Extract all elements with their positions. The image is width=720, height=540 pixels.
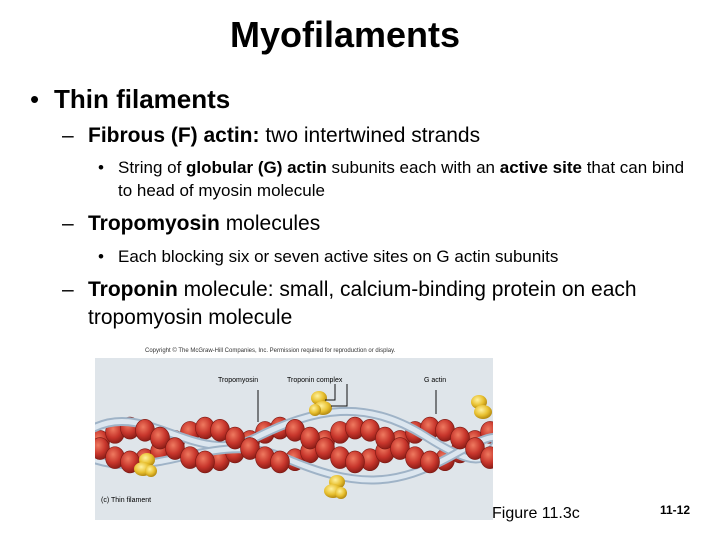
item-g-actin-detail: •String of globular (G) actin subunits e… xyxy=(98,158,685,200)
g-actin-subunit xyxy=(300,426,320,450)
g-actin-subunit xyxy=(150,426,170,450)
actin-strand-front xyxy=(95,418,493,474)
thin-filament-drawing: Tropomyosin Troponin complex G actin (c)… xyxy=(95,377,493,504)
item-troponin: –Troponin molecule: small, calcium-bindi… xyxy=(62,278,637,329)
g-actin-subunit xyxy=(270,450,290,474)
panel-label: (c) Thin filament xyxy=(101,497,151,504)
label-leader-lines xyxy=(257,384,437,422)
label-g-actin: G actin xyxy=(424,377,446,384)
item-f-actin: –Fibrous (F) actin: two intertwined stra… xyxy=(62,124,481,147)
g-actin-subunit xyxy=(420,450,440,474)
label-troponin-complex: Troponin complex xyxy=(287,377,343,384)
g-actin-subunit xyxy=(480,446,493,469)
g-actin-subunit xyxy=(195,450,215,474)
g-actin-subunit xyxy=(450,426,470,450)
item-tropomyosin: –Tropomyosin molecules xyxy=(62,212,321,235)
page-number: 11-12 xyxy=(660,503,691,517)
troponin-complex-3 xyxy=(324,475,347,499)
troponin-complex-1 xyxy=(309,391,332,416)
g-actin-subunit xyxy=(225,426,245,450)
bullet-dot: • xyxy=(30,84,40,114)
troponin-complex-4 xyxy=(471,395,492,419)
figure-caption: Figure 11.3c xyxy=(492,505,580,522)
item-tropomyosin-detail: •Each blocking six or seven active sites… xyxy=(98,247,559,266)
g-actin-subunit xyxy=(345,450,365,474)
label-tropomyosin: Tropomyosin xyxy=(218,377,258,384)
thin-filament-illustration: Tropomyosin Troponin complex G actin (c)… xyxy=(95,358,493,520)
slide-title: Myofilaments xyxy=(229,14,461,55)
troponin-complex-2 xyxy=(134,453,157,477)
g-actin-subunit xyxy=(375,426,395,450)
bullet-thin-filaments: •Thin filaments xyxy=(30,84,231,114)
copyright-notice: Copyright © The McGraw-Hill Companies, I… xyxy=(145,348,396,354)
